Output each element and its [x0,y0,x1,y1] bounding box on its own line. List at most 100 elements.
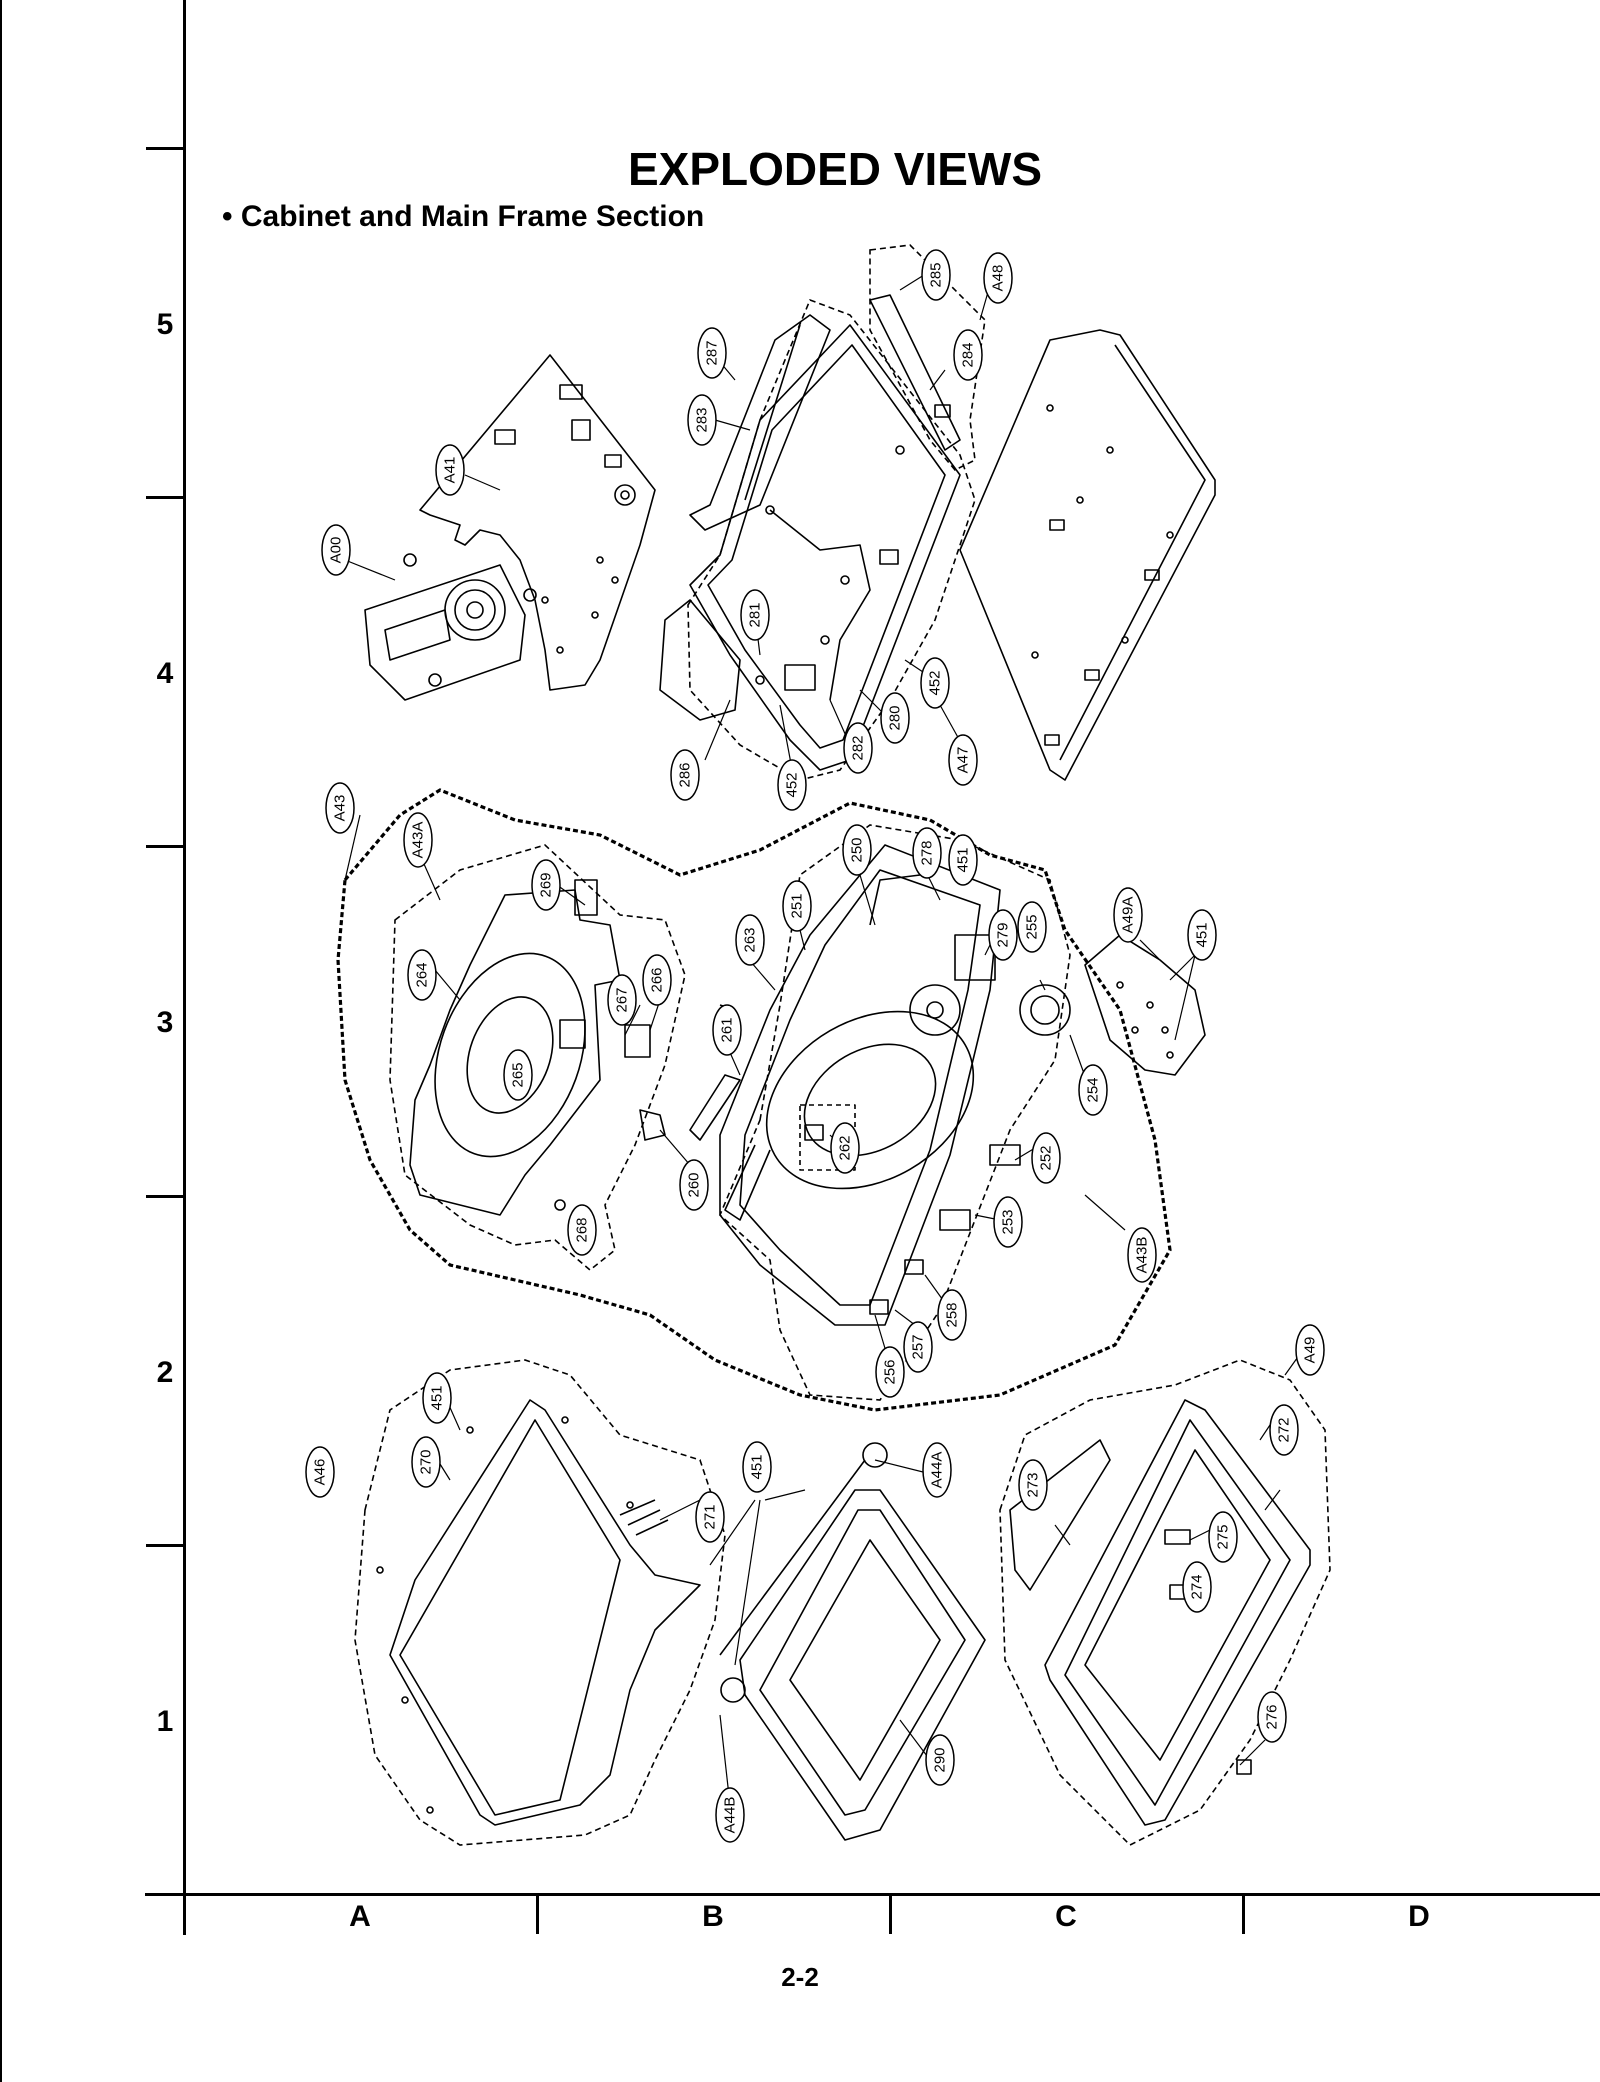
grid-frame-horizontal [145,1893,1600,1896]
group-outline-a43b [719,824,1071,1401]
part-callout: 264 [407,949,437,1001]
section-subtitle: • Cabinet and Main Frame Section [222,200,705,233]
part-label: A49 [1302,1337,1319,1364]
part-label: 281 [747,602,764,627]
row-tick [146,496,186,499]
part-label: A49A [1120,897,1137,934]
part-label: 263 [742,927,759,952]
part-callout: A48 [983,252,1013,304]
page-number: 2-2 [781,1962,819,1992]
part-callout: 265 [503,1049,533,1101]
part-label: A46 [312,1459,329,1486]
part-label: 256 [882,1359,899,1384]
part-label: 275 [1215,1524,1232,1549]
part-label: 264 [414,962,431,987]
row-tick [146,147,186,150]
part-callout: 271 [695,1491,725,1543]
part-label: 274 [1189,1574,1206,1599]
part-callout: 256 [875,1346,905,1398]
row-label-4: 4 [156,657,174,690]
part-callout: 282 [843,722,873,774]
column-label-c: C [1055,1900,1077,1933]
part-callout: 254 [1078,1064,1108,1116]
column-label-a: A [349,1900,371,1933]
part-callouts: A41 A00 287 283 285 A48 284 281 452 280 … [305,249,1325,1843]
part-callout: 451 [742,1441,772,1493]
part-label: 451 [749,1454,766,1479]
leader-lines [344,264,1311,1806]
part-label: A48 [990,265,1007,292]
part-label: A00 [328,537,345,564]
part-callout: 281 [740,589,770,641]
row-tick [146,845,186,848]
part-label: A44B [722,1797,739,1834]
part-callout: 285 [921,249,951,301]
part-callout: A43B [1127,1227,1157,1283]
part-callout: 283 [687,394,717,446]
button-strip-part [869,294,961,451]
column-tick [889,1894,892,1934]
part-label: 452 [784,772,801,797]
group-outline-a46 [354,1359,726,1846]
part-label: 255 [1024,914,1041,939]
lcd-panel-part [719,1442,986,1841]
top-cover-part [959,329,1216,781]
small-board-part [1084,934,1206,1076]
part-callout: 290 [925,1734,955,1786]
part-label: 278 [919,840,936,865]
part-label: 261 [719,1017,736,1042]
part-label: A43 [332,795,349,822]
part-callout: 258 [937,1289,967,1341]
part-callout: 268 [567,1204,597,1256]
part-label: 266 [649,967,666,992]
part-label: 451 [1194,922,1211,947]
part-callout: 276 [1257,1691,1287,1743]
part-callout: 270 [411,1436,441,1488]
row-label-5: 5 [156,308,174,341]
part-label: 260 [686,1172,703,1197]
part-callout: 260 [679,1159,709,1211]
page-edge [0,0,2,2082]
group-outline-a47 [687,298,976,781]
part-label: 271 [702,1504,719,1529]
part-label: 254 [1085,1077,1102,1102]
part-label: 290 [932,1747,949,1772]
pickup-deck-part [364,553,537,701]
column-tick [1242,1894,1245,1934]
part-callout: 273 [1018,1459,1048,1511]
part-label: 280 [887,705,904,730]
part-label: 451 [955,847,972,872]
chassis-frame-part [659,324,961,771]
row-tick [146,1544,186,1547]
part-label: 273 [1025,1472,1042,1497]
bottom-cover-part [376,1399,701,1826]
part-label: 251 [789,893,806,918]
part-label: 265 [510,1062,527,1087]
part-callout: A43 [325,782,355,834]
part-label: 452 [927,670,944,695]
part-label: 258 [944,1302,961,1327]
group-outline-a43 [336,788,1172,1412]
part-callout: 284 [953,329,983,381]
part-label: 257 [910,1334,927,1359]
part-callout: 451 [1187,909,1217,961]
part-label: 272 [1276,1417,1293,1442]
part-callout: 279 [988,909,1018,961]
part-callout: 451 [948,834,978,886]
part-label: 282 [850,735,867,760]
part-label: 268 [574,1217,591,1242]
grid-frame-vertical [183,0,186,1935]
part-callout: 263 [735,914,765,966]
part-callout: 267 [607,974,637,1026]
column-label-b: B [702,1900,724,1933]
part-callout: 287 [697,327,727,379]
part-callout: 274 [1182,1561,1212,1613]
part-callout: 251 [782,880,812,932]
group-outline-a43a [389,844,686,1272]
part-label: 267 [614,987,631,1012]
part-callout: A44B [715,1787,745,1843]
part-callout: 286 [670,749,700,801]
side-rail-part [689,314,831,531]
part-label: A47 [955,747,972,774]
part-label: 270 [418,1449,435,1474]
